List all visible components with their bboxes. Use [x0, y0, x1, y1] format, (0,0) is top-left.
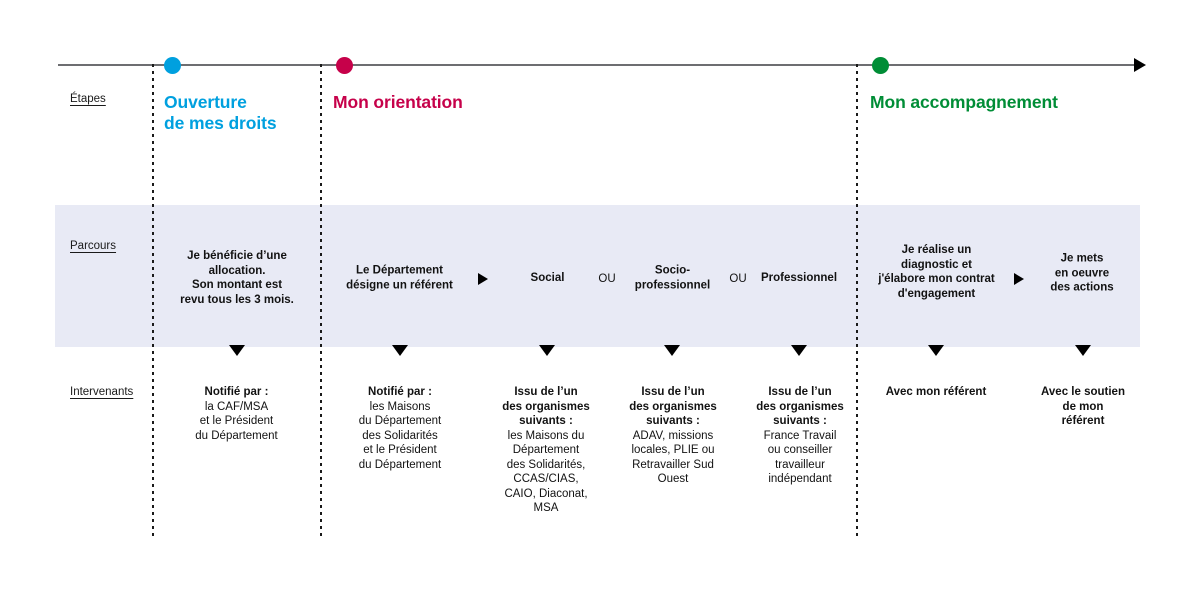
intervenant-head: Notifié par :	[204, 386, 269, 398]
row-label-parcours: Parcours	[70, 240, 117, 252]
arrow-down-icon-4	[664, 345, 680, 356]
intervenant-body: la CAF/MSA et le Président du Départemen…	[195, 400, 278, 442]
arrow-down-icon-7	[1075, 345, 1091, 356]
divider-line-3	[856, 64, 858, 538]
row-label-intervenants: Intervenants	[70, 386, 134, 398]
arrow-down-icon-5	[791, 345, 807, 356]
intervenant-head: Avec mon référent	[885, 386, 987, 398]
connector-ou-1: OU	[598, 273, 616, 285]
intervenant-cell-soutien-referent: Avec le soutien de mon référent	[1021, 385, 1145, 429]
intervenant-head: Issu de l’un des organismes suivants :	[502, 386, 590, 427]
parcours-cell-actions: Je mets en oeuvre des actions	[1050, 252, 1114, 294]
stage-title-accompagnement: Mon accompagnement	[870, 92, 1058, 112]
arrow-down-icon-3	[539, 345, 555, 356]
stage-title-orientation: Mon orientation	[333, 92, 463, 112]
divider-line-2	[320, 64, 322, 538]
parcours-cell-professionnel: Professionnel	[760, 271, 838, 284]
parcours-cell-diagnostic: Je réalise un diagnostic et j'élabore mo…	[878, 244, 995, 300]
timeline-node-ouverture[interactable]	[164, 57, 181, 74]
arrow-right-icon-2	[1014, 273, 1024, 285]
arrow-down-icon-2	[392, 345, 408, 356]
intervenant-cell-social-organismes: Issu de l’un des organismes suivants : l…	[482, 385, 610, 516]
parcours-cell-referent: Le Département désigne un référent	[346, 264, 453, 292]
arrow-down-icon-6	[928, 345, 944, 356]
intervenant-head: Notifié par :	[368, 386, 432, 398]
intervenant-head: Avec le soutien de mon référent	[1041, 386, 1125, 427]
parcours-cell-socio-professionnel: Socio- professionnel	[634, 264, 711, 292]
arrow-down-icon-1	[229, 345, 245, 356]
stage-title-ouverture: Ouverture de mes droits	[164, 92, 277, 133]
intervenant-cell-avec-referent: Avec mon référent	[866, 385, 1006, 400]
timeline-axis	[58, 64, 1136, 66]
intervenant-cell-pro-organismes: Issu de l’un des organismes suivants : F…	[736, 385, 864, 487]
connector-ou-2: OU	[729, 273, 747, 285]
intervenant-cell-maisons-solidarites: Notifié par : les Maisons du Département…	[332, 385, 468, 472]
row-label-etapes: Étapes	[70, 93, 106, 105]
intervenant-body: ADAV, missions locales, PLIE ou Retravai…	[631, 429, 715, 486]
intervenant-cell-socio-pro-organismes: Issu de l’un des organismes suivants : A…	[609, 385, 737, 487]
intervenant-head: Issu de l’un des organismes suivants :	[629, 386, 717, 427]
intervenant-body: les Maisons du Département des Solidarit…	[358, 400, 442, 471]
parcours-cell-social: Social	[530, 271, 565, 284]
intervenant-body: les Maisons du Département des Solidarit…	[504, 429, 588, 515]
timeline-arrow-icon	[1134, 58, 1146, 72]
intervenant-body: France Travail ou conseiller travailleur…	[763, 429, 837, 486]
parcours-band	[55, 205, 1140, 347]
timeline-node-accompagnement[interactable]	[872, 57, 889, 74]
divider-line-1	[152, 64, 154, 538]
parcours-cell-allocation: Je bénéficie d’une allocation. Son monta…	[180, 250, 294, 306]
intervenant-cell-caf-msa: Notifié par : la CAF/MSA et le Président…	[166, 385, 307, 443]
intervenant-head: Issu de l’un des organismes suivants :	[756, 386, 844, 427]
timeline-node-orientation[interactable]	[336, 57, 353, 74]
arrow-right-icon-1	[478, 273, 488, 285]
